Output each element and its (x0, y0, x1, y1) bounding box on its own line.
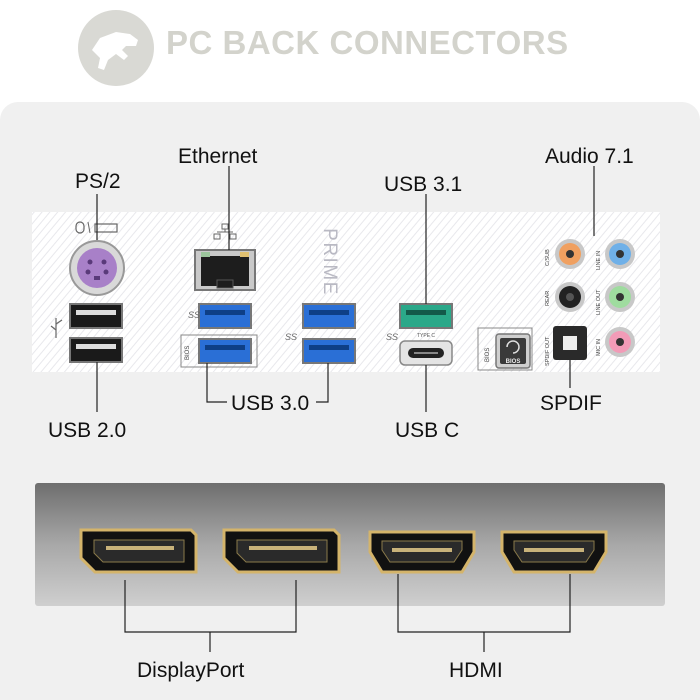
video-panel (35, 483, 665, 606)
ss-logo-icon-2: SS (285, 332, 297, 342)
usb-trident-icon (50, 318, 63, 338)
label-usb30: USB 3.0 (231, 392, 310, 415)
ss-logo-icon: SS (188, 310, 200, 320)
bios-side-label: BIOS (485, 348, 491, 362)
label-hdmi: HDMI (449, 659, 503, 682)
ss-logo-icon-3: SS (386, 332, 398, 342)
svg-text:MIC IN: MIC IN (596, 339, 602, 356)
bios-small-label: BIOS (185, 346, 191, 360)
bios-flashback-button: BIOS (477, 327, 533, 371)
svg-text:LINE OUT: LINE OUT (596, 289, 602, 315)
svg-text:C/SUB: C/SUB (545, 249, 551, 266)
label-usb20: USB 2.0 (48, 419, 127, 442)
usb30-ports-middle (302, 303, 356, 364)
usb31-port (399, 303, 453, 329)
page-title: PC BACK CONNECTORS (166, 24, 569, 61)
label-ps2: PS/2 (75, 170, 121, 193)
mouse-keyboard-icon (75, 221, 118, 234)
lower-callout-lines (124, 574, 571, 652)
usb20-ports (69, 303, 123, 363)
type-c-label: TYPE C (417, 333, 435, 339)
label-audio: Audio 7.1 (545, 145, 634, 168)
label-usb31: USB 3.1 (384, 173, 463, 196)
logo (78, 10, 154, 86)
ethernet-port (194, 249, 256, 291)
upper-callout-lines (96, 166, 595, 412)
usb30-ports-left (180, 303, 258, 368)
label-ethernet: Ethernet (178, 145, 258, 168)
brand-logo: PRIME (319, 228, 340, 296)
label-displayport: DisplayPort (137, 659, 245, 682)
svg-text:REAR: REAR (545, 291, 551, 306)
svg-text:LINE IN: LINE IN (596, 251, 602, 270)
audio-jacks (553, 239, 635, 360)
displayport-ports (79, 528, 341, 574)
bios-button-label: BIOS (506, 359, 521, 365)
label-spdif: SPDIF (540, 392, 602, 415)
dinosaur-icon (92, 32, 138, 70)
svg-text:SPDIF OUT: SPDIF OUT (545, 336, 551, 366)
audio-jack-labels: C/SUB LINE IN REAR LINE OUT SPDIF OUT MI… (545, 249, 602, 366)
header: PC BACK CONNECTORS (0, 0, 700, 100)
ps2-port (69, 240, 125, 296)
usbc-port (399, 340, 453, 366)
label-usbc: USB C (395, 419, 460, 442)
network-icon (213, 223, 237, 240)
hdmi-ports (368, 530, 608, 574)
